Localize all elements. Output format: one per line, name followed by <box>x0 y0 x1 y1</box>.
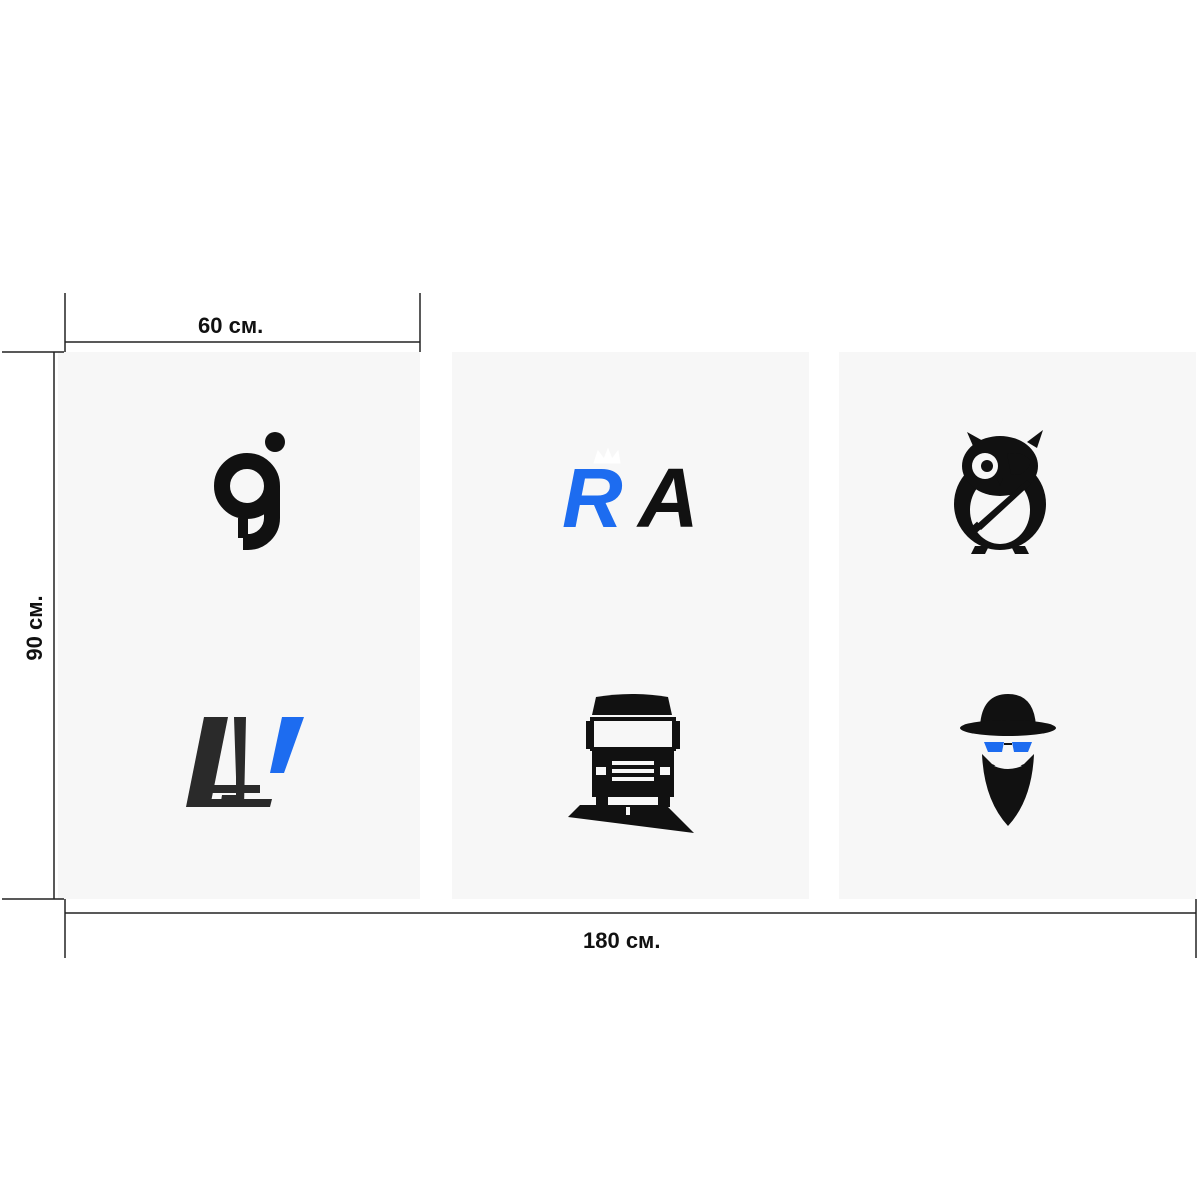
pirate-owl-logo-icon <box>954 430 1046 554</box>
bearded-man-hat-logo-icon <box>960 694 1056 826</box>
letter-a-slash-logo-icon <box>186 717 304 807</box>
total-width-label: 180 см. <box>583 928 661 953</box>
letter-g-logo-icon <box>214 432 285 550</box>
ra-logo-r-letter: R <box>562 451 623 535</box>
ra-logo-a-letter: A <box>636 451 699 535</box>
panel-width-label: 60 см. <box>198 313 264 338</box>
truck-front-logo-icon <box>568 694 694 833</box>
canvas-panel-left <box>58 352 420 899</box>
ra-crown-logo-icon: R A <box>562 447 699 535</box>
height-label: 90 см. <box>22 595 47 661</box>
